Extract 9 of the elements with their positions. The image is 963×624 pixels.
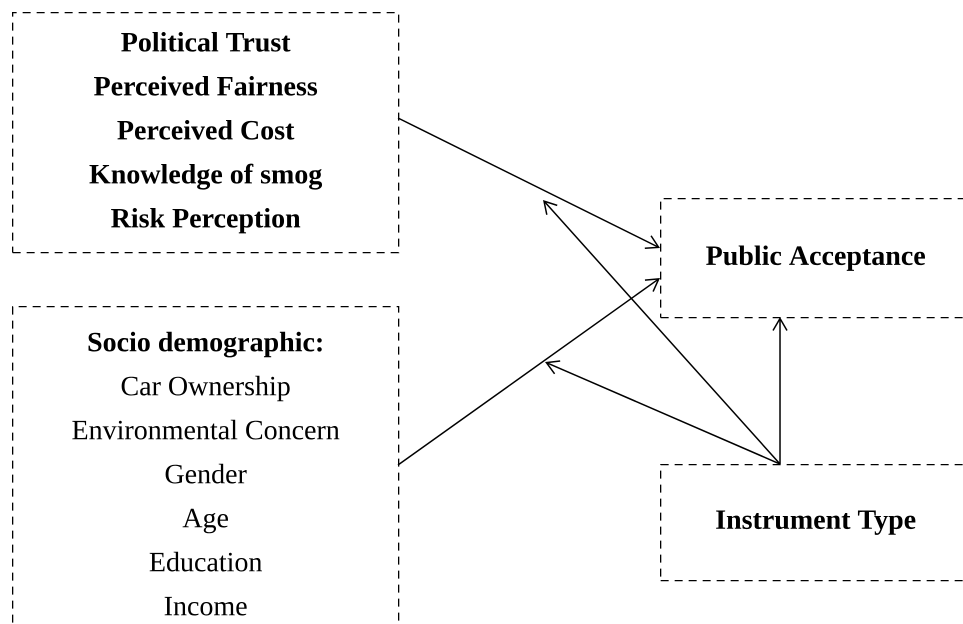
variable-box: Socio demographic: Car Ownership Environmental Concern Gender Age Education Income	[12, 306, 400, 624]
arrow	[398, 117, 660, 250]
arrow	[543, 200, 781, 464]
arrow	[398, 278, 660, 466]
outcome-box: Public Acceptance	[660, 198, 963, 318]
moderator-box: Instrument Type	[660, 464, 963, 582]
arrow	[772, 317, 788, 464]
arrow	[545, 360, 780, 465]
variable-box: Political Trust Perceived Fairness Perceived Cost Knowledge of smog Risk Perception	[12, 12, 400, 254]
